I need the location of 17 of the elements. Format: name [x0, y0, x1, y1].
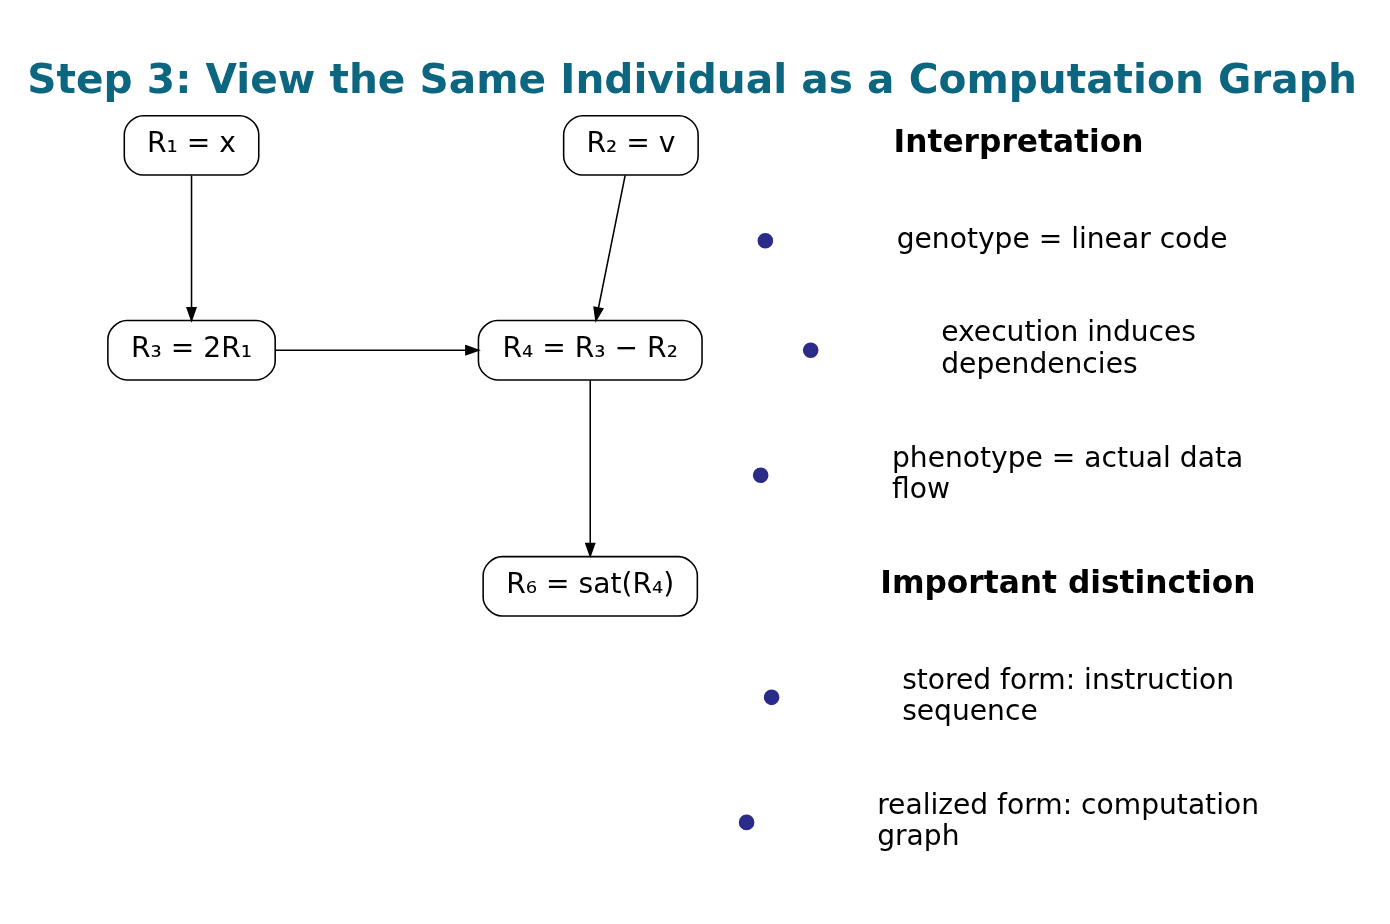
arrow: [593, 174, 626, 323]
node-box: R₆ = sat(R₄): [482, 555, 699, 617]
node-box: R₄ = R₃ − R₂: [477, 319, 703, 381]
label: Interpretation: [893, 122, 1144, 159]
arrow: [274, 344, 481, 356]
label: phenotype = actual data flow: [892, 440, 1244, 505]
label: execution induces dependencies: [941, 315, 1196, 380]
label: genotype = linear code: [896, 221, 1228, 255]
arrow: [186, 174, 197, 323]
label: realized form: computation graph: [877, 787, 1259, 852]
diagram-title: Step 3: View the Same Individual as a Computation Graph: [27, 55, 1357, 104]
label: stored form: instruction sequence: [902, 662, 1235, 727]
node-box: R₁ = x: [123, 114, 260, 176]
label: Important distinction: [880, 563, 1256, 600]
node-box: R₂ = v: [562, 114, 699, 176]
node-box: R₃ = 2R₁: [107, 319, 276, 381]
arrow: [584, 379, 596, 559]
